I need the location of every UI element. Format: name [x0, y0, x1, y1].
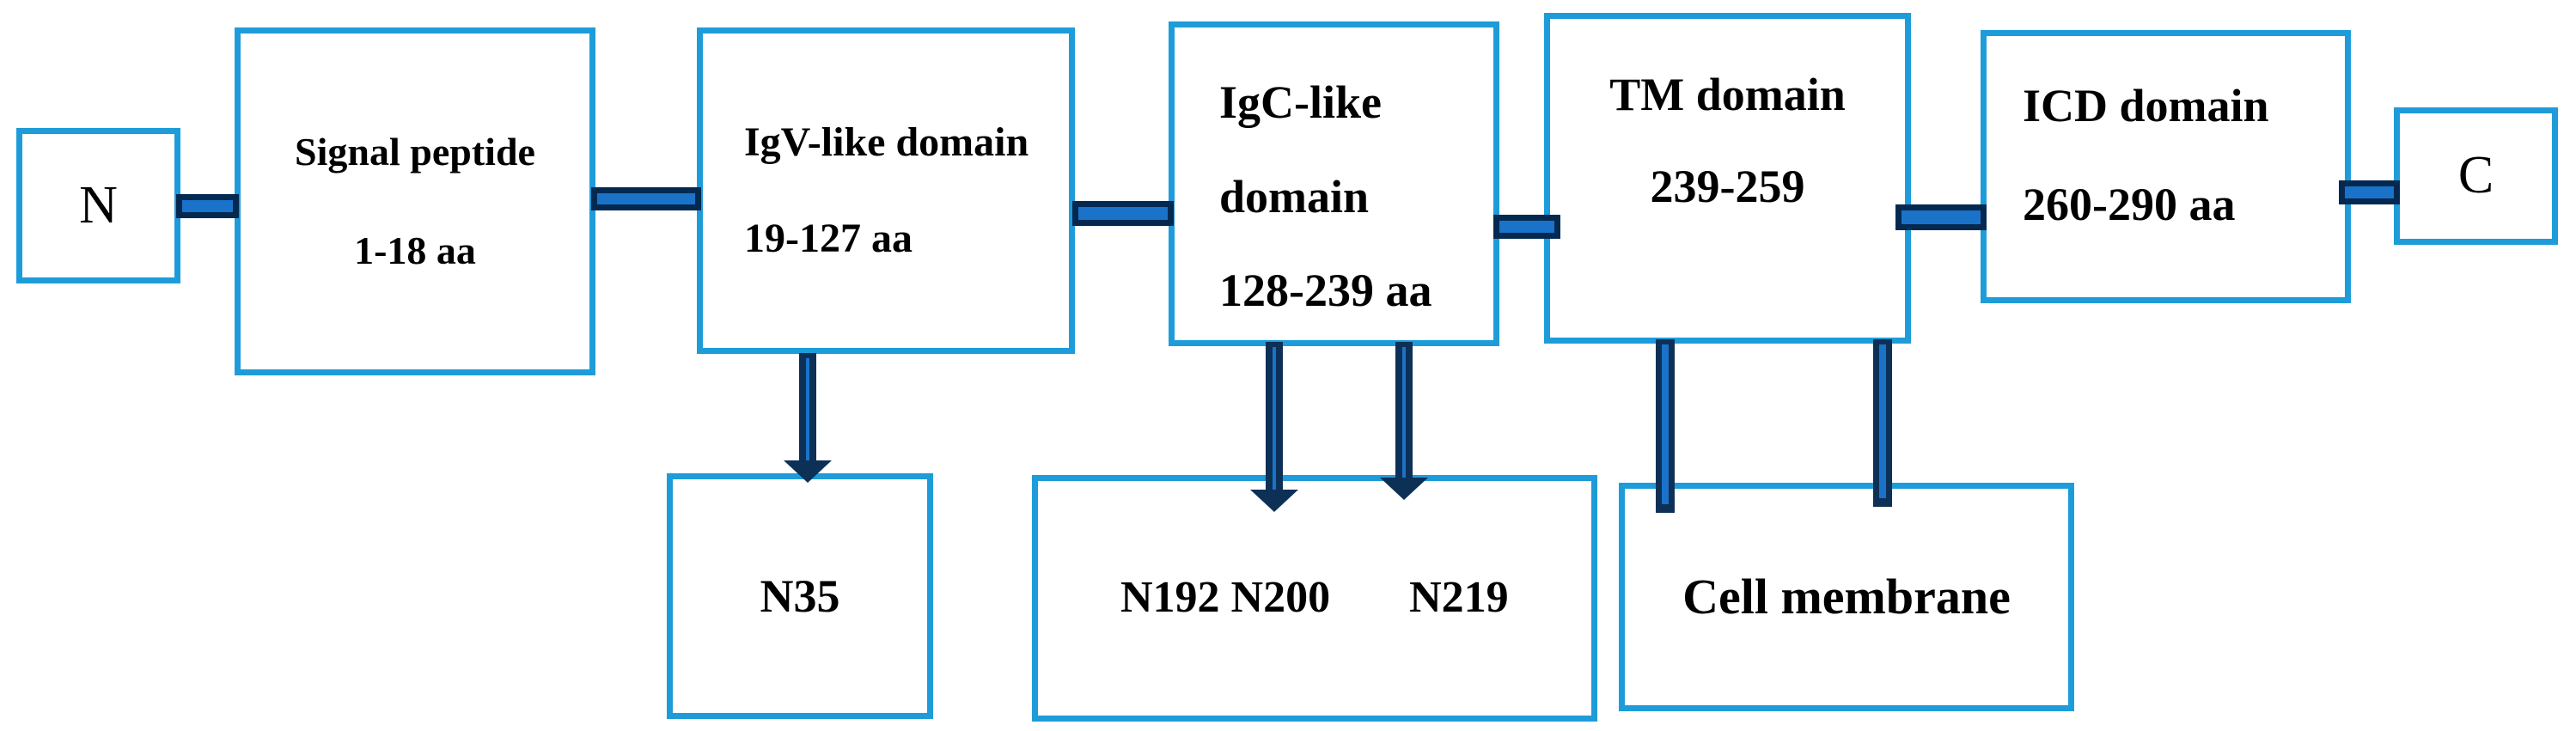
glyco-sites-box: N192 N200 N219 [1032, 475, 1597, 722]
c-terminus-label: C [2457, 146, 2494, 205]
igv-domain-line2: 19-127 aa [744, 216, 913, 261]
arrow-igc-to-n192-head [1250, 490, 1298, 512]
tm-membrane-bar-right [1873, 339, 1892, 507]
tm-membrane-bar-left [1656, 339, 1675, 513]
connector-igc-to-tm [1493, 215, 1560, 239]
igc-domain-line1: IgC-like [1219, 76, 1382, 128]
n35-site-label: N35 [760, 570, 840, 622]
tm-domain-box: TM domain 239-259 [1544, 13, 1911, 344]
signal-peptide-box: Signal peptide 1-18 aa [235, 27, 595, 375]
arrow-igc-to-n219-head [1380, 478, 1428, 500]
connector-signal-to-igv [591, 187, 701, 210]
connector-icd-to-c [2339, 180, 2400, 204]
igv-domain-box: IgV-like domain 19-127 aa [697, 27, 1075, 354]
c-terminus-box: C [2394, 107, 2558, 245]
glyco-sites-group2: N219 [1409, 573, 1509, 623]
arrow-igv-to-n35-head [784, 460, 832, 483]
n-terminus-box: N [16, 128, 180, 283]
signal-peptide-line1: Signal peptide [295, 129, 535, 174]
connector-tm-to-icd [1895, 204, 1987, 230]
arrow-igc-to-n219-shaft [1395, 342, 1413, 479]
icd-domain-line2: 260-290 aa [2023, 179, 2236, 230]
connector-n-to-signal [176, 194, 239, 218]
icd-domain-box: ICD domain 260-290 aa [1981, 30, 2351, 303]
signal-peptide-line2: 1-18 aa [354, 228, 476, 272]
n-terminus-label: N [79, 175, 118, 235]
igc-domain-line3: 128-239 aa [1219, 265, 1432, 317]
tm-domain-line2: 239-259 [1650, 160, 1805, 212]
igv-domain-line1: IgV-like domain [744, 119, 1029, 165]
n35-site-box: N35 [667, 473, 933, 719]
connector-igv-to-igc [1072, 201, 1174, 226]
tm-domain-line1: TM domain [1609, 68, 1846, 120]
icd-domain-line1: ICD domain [2023, 80, 2269, 132]
igc-domain-line2: domain [1219, 170, 1370, 222]
glyco-sites-group1: N192 N200 [1120, 573, 1331, 623]
cell-membrane-box: Cell membrane [1619, 483, 2074, 711]
cell-membrane-label: Cell membrane [1682, 568, 2011, 624]
arrow-igv-to-n35-shaft [799, 353, 816, 462]
igc-domain-box: IgC-like domain 128-239 aa [1169, 21, 1499, 346]
arrow-igc-to-n192-shaft [1266, 342, 1283, 491]
